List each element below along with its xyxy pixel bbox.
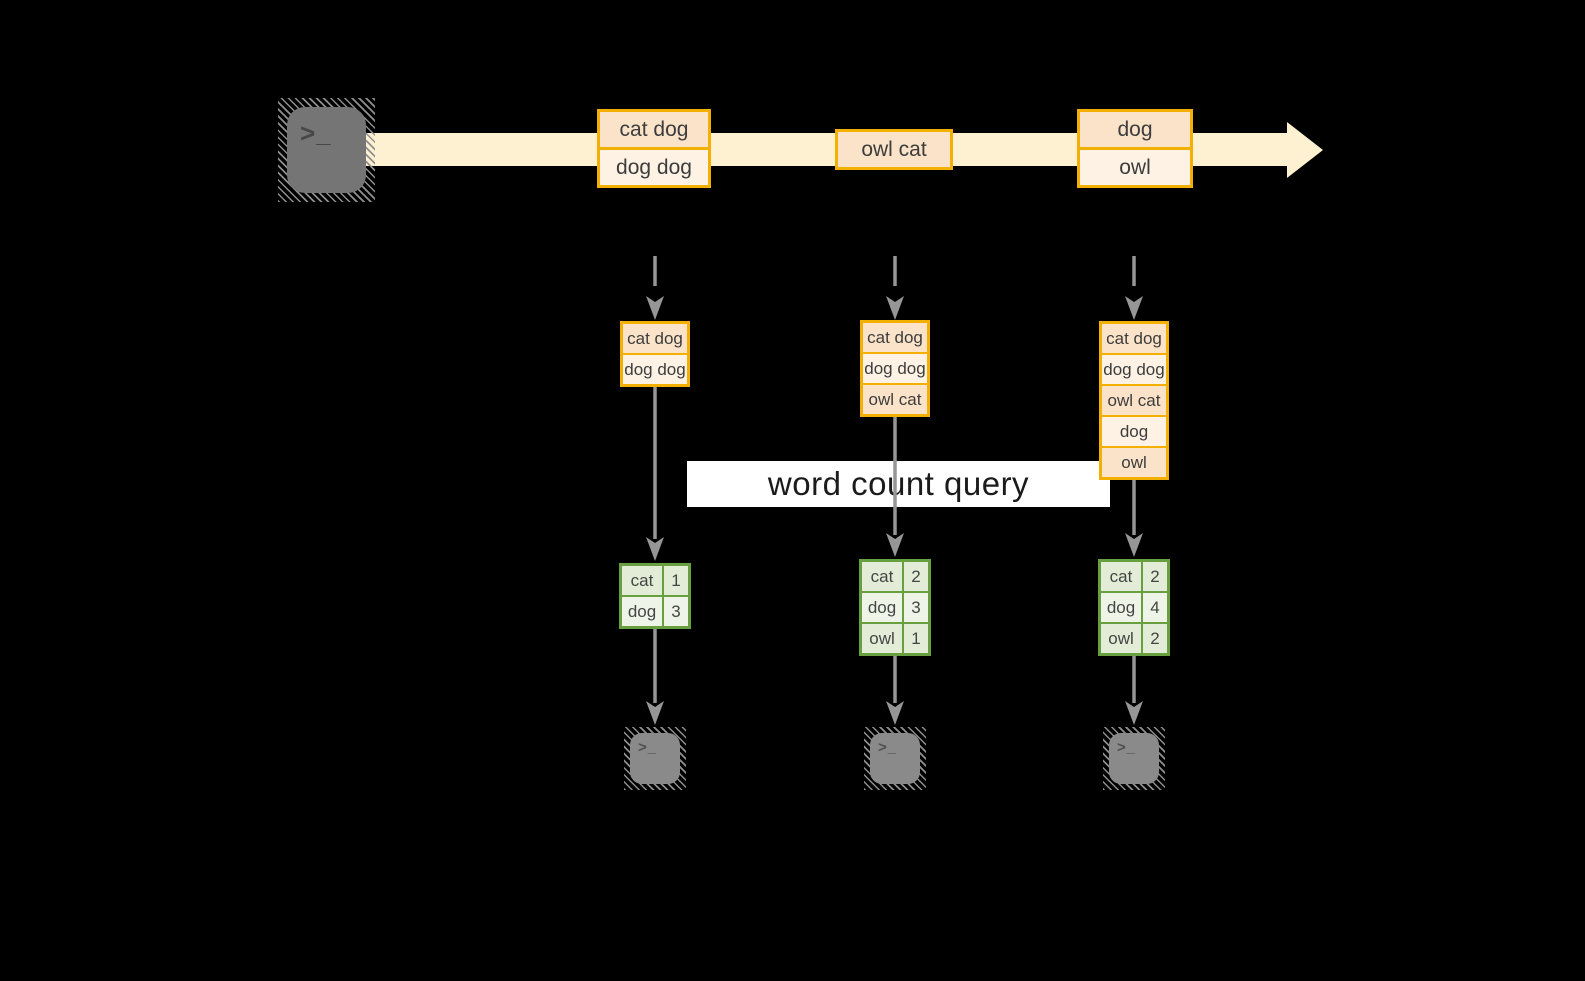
result-row: dog 4 [1101, 593, 1167, 622]
word-cell: cat [1101, 562, 1141, 591]
query-arrow-icon [646, 387, 664, 561]
count-cell: 1 [904, 624, 928, 653]
record-label: dog dog [1102, 355, 1166, 384]
record-label: dog dog [600, 150, 708, 185]
result-row: owl 2 [1101, 624, 1167, 653]
source-terminal-icon: >_ [278, 98, 375, 202]
record-label: cat dog [623, 324, 687, 353]
count-cell: 2 [1143, 624, 1167, 653]
word-cell: dog [862, 593, 902, 622]
dashed-arrow-icon [1125, 256, 1143, 320]
terminal-icon-body [287, 107, 366, 193]
record-label: owl cat [838, 132, 950, 167]
sink-terminal-icon: >_ [864, 727, 926, 790]
result-row: cat 2 [862, 562, 928, 591]
output-arrow-icon [646, 629, 664, 725]
stream-timeline-arrowhead-icon [1287, 122, 1323, 178]
result-row: dog 3 [862, 593, 928, 622]
terminal-prompt-icon: >_ [638, 739, 658, 756]
terminal-icon-body [1109, 733, 1159, 784]
word-cell: cat [622, 566, 662, 595]
stream-batch-box-3: dog owl [1077, 109, 1193, 188]
input-table-1: cat dog dog dog [620, 321, 690, 387]
count-cell: 3 [904, 593, 928, 622]
word-cell: dog [1101, 593, 1141, 622]
word-cell: cat [862, 562, 902, 591]
record-label: owl cat [1102, 386, 1166, 415]
result-row: cat 1 [622, 566, 688, 595]
count-cell: 1 [664, 566, 688, 595]
record-label: dog [1080, 112, 1190, 147]
record-label: cat dog [600, 112, 708, 147]
result-row: cat 2 [1101, 562, 1167, 591]
record-label: owl [1102, 448, 1166, 477]
dashed-arrow-icon [886, 256, 904, 320]
terminal-prompt-icon: >_ [878, 739, 898, 756]
input-table-3: cat dog dog dog owl cat dog owl [1099, 321, 1169, 480]
word-cell: owl [862, 624, 902, 653]
word-cell: owl [1101, 624, 1141, 653]
dashed-arrow-icon [646, 256, 664, 320]
sink-terminal-icon: >_ [624, 727, 686, 790]
record-label: cat dog [1102, 324, 1166, 353]
query-banner: word count query [687, 461, 1110, 507]
sink-terminal-icon: >_ [1103, 727, 1165, 790]
word-cell: dog [622, 597, 662, 626]
terminal-icon-body [630, 733, 680, 784]
count-cell: 4 [1143, 593, 1167, 622]
terminal-prompt-icon: >_ [300, 118, 332, 148]
output-arrow-icon [1125, 656, 1143, 725]
record-label: dog dog [623, 355, 687, 384]
terminal-icon-body [870, 733, 920, 784]
query-label: word count query [767, 465, 1030, 502]
query-arrow-icon [886, 417, 904, 557]
terminal-prompt-icon: >_ [1117, 739, 1137, 756]
result-table-3: cat 2 dog 4 owl 2 [1098, 559, 1170, 656]
result-row: dog 3 [622, 597, 688, 626]
stream-batch-box-1: cat dog dog dog [597, 109, 711, 188]
result-row: owl 1 [862, 624, 928, 653]
output-arrow-icon [886, 656, 904, 725]
count-cell: 2 [904, 562, 928, 591]
count-cell: 2 [1143, 562, 1167, 591]
stream-batch-box-2: owl cat [835, 129, 953, 170]
record-label: dog dog [863, 354, 927, 383]
count-cell: 3 [664, 597, 688, 626]
record-label: owl [1080, 150, 1190, 185]
record-label: cat dog [863, 323, 927, 352]
result-table-2: cat 2 dog 3 owl 1 [859, 559, 931, 656]
result-table-1: cat 1 dog 3 [619, 563, 691, 629]
record-label: owl cat [863, 385, 927, 414]
input-table-2: cat dog dog dog owl cat [860, 320, 930, 417]
query-arrow-icon [1125, 480, 1143, 557]
record-label: dog [1102, 417, 1166, 446]
